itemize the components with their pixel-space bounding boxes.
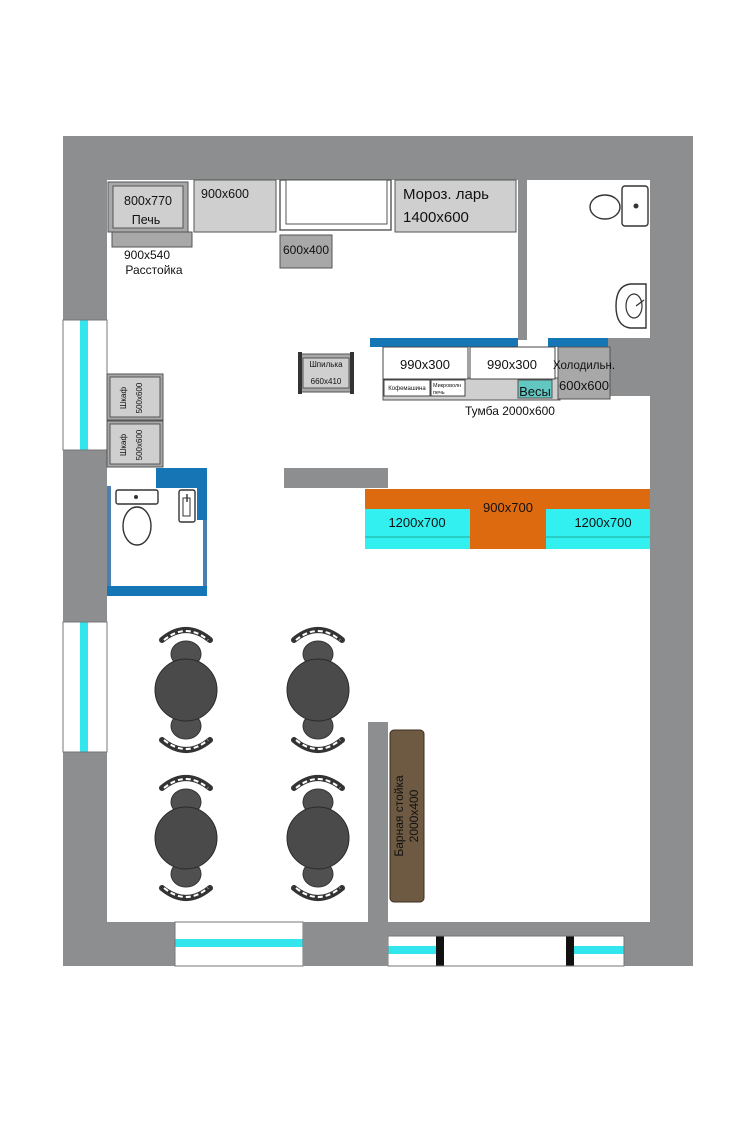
dining-table-set bbox=[286, 775, 350, 901]
pedestal-label: Тумба 2000х600 bbox=[465, 404, 555, 418]
microwave-label-2: печь bbox=[433, 390, 445, 396]
chair-back-slats bbox=[295, 630, 341, 641]
round-table bbox=[154, 658, 218, 722]
counter-right-label: 1200x700 bbox=[574, 515, 631, 530]
interior-walls bbox=[107, 180, 650, 966]
chair-back-slats bbox=[295, 778, 341, 789]
window-table bbox=[279, 179, 392, 231]
wardrobe-2-size-label: 500x600 bbox=[135, 429, 144, 460]
display-counters: 1200x700 900x700 1200x700 bbox=[365, 489, 650, 549]
pedestal-row: 990x300 990x300 Кофемашина Микроволн печ… bbox=[382, 346, 561, 418]
chair-back-slats bbox=[163, 630, 209, 641]
round-table bbox=[286, 658, 350, 722]
wardrobe-2: Шкаф 500x600 bbox=[106, 420, 164, 468]
coffee-machine-label: Кофемашина bbox=[388, 386, 426, 392]
chair-back bbox=[159, 737, 213, 753]
restroom-wall-corner bbox=[606, 338, 650, 396]
sink-left bbox=[178, 489, 196, 523]
sink-top-right bbox=[615, 283, 647, 329]
coffee-machine bbox=[383, 379, 431, 397]
round-table bbox=[286, 806, 350, 870]
wardrobe-1-label: Шкаф bbox=[119, 387, 128, 409]
cabinet-a-label: 990x300 bbox=[400, 357, 450, 372]
fridge: Холодильн. 600x600 bbox=[553, 346, 615, 400]
bar-label-2: 2000x400 bbox=[407, 789, 421, 842]
wardrobe-1: Шкаф 500x600 bbox=[106, 373, 164, 421]
fridge-size-label: 600x600 bbox=[559, 378, 609, 393]
counter-mid-label: 900x700 bbox=[483, 500, 533, 515]
chair-back bbox=[159, 885, 213, 901]
cabinet-b bbox=[469, 346, 556, 380]
chair-back bbox=[291, 885, 345, 901]
rack: Шпилька 660x410 bbox=[298, 352, 354, 394]
bar-label-1: Барная стойка bbox=[392, 775, 406, 857]
toilet-top-right bbox=[589, 185, 649, 227]
fridge-title-label: Холодильн. bbox=[553, 360, 615, 372]
scales bbox=[517, 379, 553, 399]
wall-top bbox=[63, 136, 693, 180]
unit-900x600: 900x600 bbox=[193, 179, 277, 233]
unit-600x400: 600x400 bbox=[279, 234, 333, 269]
proofer-size-label: 900x540 bbox=[124, 248, 170, 262]
microwave bbox=[430, 379, 466, 397]
left-window-2 bbox=[62, 621, 108, 753]
counter-left-label: 1200x700 bbox=[388, 515, 445, 530]
rack-label: Шпилька bbox=[309, 360, 343, 369]
wardrobe-1-size-label: 500x600 bbox=[135, 382, 144, 413]
chair-back-slats bbox=[163, 778, 209, 789]
cabinet-b-label: 990x300 bbox=[487, 357, 537, 372]
chair-back-slats bbox=[295, 887, 341, 898]
island-wall bbox=[284, 468, 388, 488]
chair-back bbox=[291, 737, 345, 753]
chair-back bbox=[159, 775, 213, 791]
wall-left bbox=[63, 136, 107, 966]
oven-size-label: 800x770 bbox=[124, 194, 172, 208]
proofer-base bbox=[111, 231, 193, 248]
left-window-1 bbox=[62, 319, 108, 451]
bottom-entrance bbox=[387, 935, 625, 967]
chair-back-slats bbox=[295, 739, 341, 750]
scales-label: Весы bbox=[519, 384, 551, 399]
freezer-title-label: Мороз. ларь bbox=[403, 186, 489, 203]
unit-600x400-label: 600x400 bbox=[283, 243, 329, 257]
chest-freezer: Мороз. ларь 1400x600 bbox=[394, 179, 517, 233]
dining-table-set bbox=[154, 775, 218, 901]
round-table bbox=[154, 806, 218, 870]
wall-right bbox=[650, 136, 693, 966]
chair-back-slats bbox=[163, 887, 209, 898]
chair-back bbox=[291, 775, 345, 791]
wardrobe-2-label: Шкаф bbox=[119, 434, 128, 456]
oven: 800x770 Печь 900x540 Расстойка bbox=[107, 181, 193, 277]
rack-size-label: 660x410 bbox=[311, 377, 342, 386]
bar-partition bbox=[368, 722, 388, 966]
cabinet-a bbox=[382, 346, 469, 380]
chair-back-slats bbox=[163, 739, 209, 750]
dining-table-set bbox=[154, 627, 218, 753]
restroom-wall-vertical bbox=[518, 180, 527, 340]
microwave-label-1: Микроволн bbox=[433, 383, 461, 389]
toilet-left bbox=[115, 489, 159, 546]
oven-label: Печь bbox=[132, 213, 161, 227]
unit-900x600-label: 900x600 bbox=[201, 187, 249, 201]
bottom-window-left bbox=[174, 921, 304, 967]
bar-counter: Барная стойка 2000x400 bbox=[389, 729, 425, 903]
proofer-label: Расстойка bbox=[125, 263, 183, 277]
chair-back bbox=[291, 627, 345, 643]
chair-back bbox=[159, 627, 213, 643]
dining-area bbox=[154, 627, 350, 901]
dining-table-set bbox=[286, 627, 350, 753]
freezer-size-label: 1400x600 bbox=[403, 209, 469, 226]
